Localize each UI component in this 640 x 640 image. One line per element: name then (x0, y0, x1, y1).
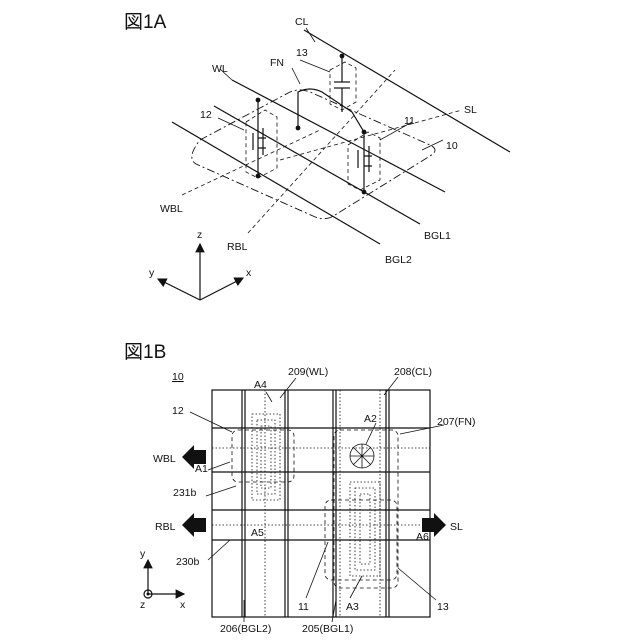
label-cl: CL (295, 16, 309, 28)
label-rbl: RBL (155, 521, 176, 533)
label-207-fn: 207(FN) (437, 416, 476, 428)
label-205-bgl1: 205(BGL1) (302, 623, 353, 635)
label-12: 12 (200, 109, 212, 121)
figure-1b: 図1B 10 (124, 342, 476, 635)
label-bgl1: BGL1 (424, 230, 451, 242)
label-a1: A1 (195, 463, 208, 475)
label-a2: A2 (364, 413, 377, 425)
figure-1b-title: 図1B (124, 342, 166, 363)
label-wbl: WBL (160, 203, 183, 215)
axis-label-x: x (180, 599, 186, 611)
label-13: 13 (296, 47, 308, 59)
axis-label-x: x (246, 267, 252, 279)
rbl-arrow (182, 513, 206, 537)
label-a6: A6 (416, 531, 429, 543)
transistor-11 (348, 130, 380, 195)
label-a3: A3 (346, 601, 359, 613)
figure-1a-title: 図1A (124, 12, 167, 33)
label-11: 11 (298, 601, 309, 613)
wl-line (232, 80, 445, 192)
label-13: 13 (437, 601, 449, 613)
capacitor-13 (330, 54, 356, 112)
axis-label-z: z (197, 229, 202, 241)
label-fn: FN (270, 57, 284, 69)
figure-1a: 図1A (124, 12, 510, 300)
label-12: 12 (172, 405, 184, 417)
label-sl: SL (464, 104, 477, 116)
label-208-cl: 208(CL) (394, 366, 432, 378)
leader-lines-1b (190, 377, 444, 622)
axis-label-y: y (149, 267, 155, 279)
label-a5: A5 (251, 527, 264, 539)
axis-label-z: z (140, 599, 145, 611)
label-230b: 230b (176, 556, 200, 568)
label-wbl: WBL (153, 453, 176, 465)
transistor-12 (246, 98, 300, 179)
rbl-line (248, 70, 395, 233)
axes-1a: z y x (149, 229, 252, 300)
label-209-wl: 209(WL) (288, 366, 328, 378)
label-a4: A4 (254, 379, 267, 391)
label-rbl: RBL (227, 241, 248, 253)
label-bgl2: BGL2 (385, 254, 412, 266)
axis-label-y: y (140, 548, 146, 560)
label-231b: 231b (173, 487, 197, 499)
label-10: 10 (446, 140, 458, 152)
label-sl: SL (450, 521, 463, 533)
label-206-bgl2: 206(BGL2) (220, 623, 271, 635)
fn-node (298, 89, 364, 132)
label-11: 11 (404, 115, 415, 127)
ref-10: 10 (172, 371, 184, 383)
label-wl: WL (212, 63, 228, 75)
